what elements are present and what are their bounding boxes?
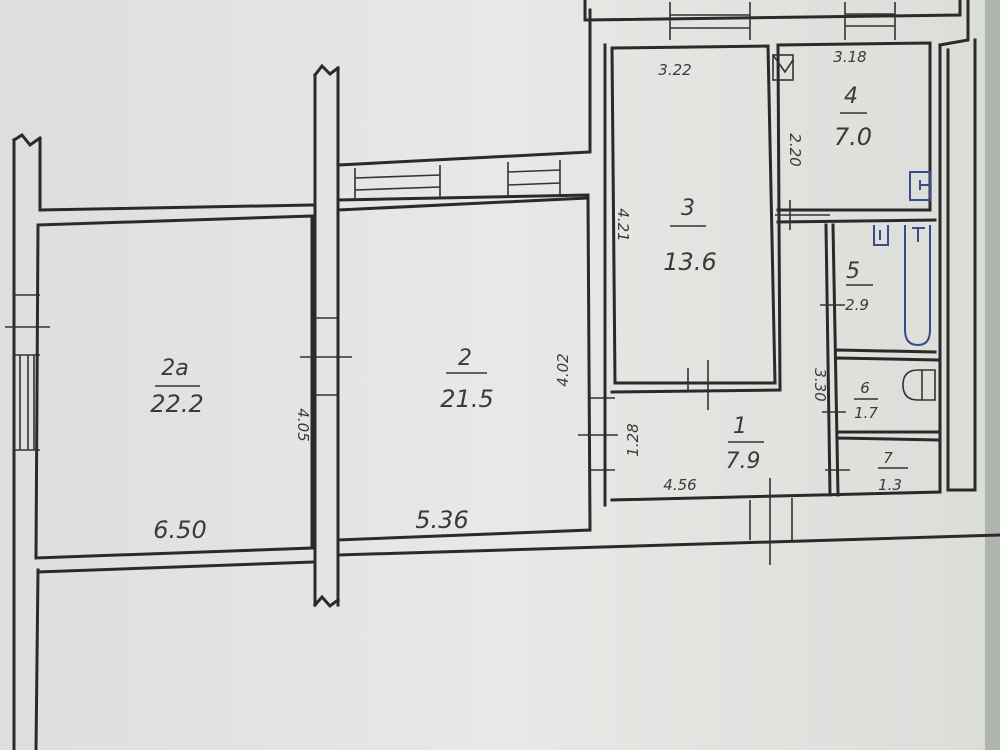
dim-room2-width: 5.36 <box>415 506 468 534</box>
bathtub-icon <box>904 225 931 347</box>
dim-corridor-length: 3.30 <box>811 368 829 401</box>
dim-room4-width: 3.18 <box>833 48 866 66</box>
svg-text:2.9: 2.9 <box>845 296 869 314</box>
table-edge <box>985 0 1000 750</box>
dim-room4-height: 2.20 <box>786 133 804 166</box>
dim-hall-width: 4.56 <box>663 476 696 494</box>
room-labels: 2a 22.2 2 21.5 3 13.6 4 7.0 5 2.9 6 1.7 <box>150 84 908 494</box>
svg-text:6: 6 <box>860 379 870 397</box>
svg-text:5: 5 <box>846 259 860 284</box>
sink-icon <box>909 171 931 201</box>
svg-text:13.6: 13.6 <box>663 248 716 276</box>
svg-text:2a: 2a <box>161 356 188 381</box>
dim-room2a-height: 4.05 <box>294 408 312 441</box>
svg-text:1: 1 <box>733 414 747 439</box>
room-2a-label: 2a 22.2 <box>150 356 203 418</box>
svg-text:2: 2 <box>458 346 472 371</box>
room-7-label: 7 1.3 <box>878 449 908 494</box>
room-3-label: 3 13.6 <box>663 196 716 276</box>
dimension-labels: 6.50 4.05 5.36 4.02 3.22 4.21 3.18 2.20 … <box>153 48 866 544</box>
bath-fixtures-icon <box>873 225 925 246</box>
room-6-label: 6 1.7 <box>854 379 878 422</box>
svg-text:7: 7 <box>883 449 893 467</box>
walls <box>5 0 1000 750</box>
dim-hall-height: 1.28 <box>624 423 642 456</box>
dim-room3-height: 4.21 <box>614 208 632 241</box>
room-4-label: 4 7.0 <box>834 84 872 151</box>
svg-text:21.5: 21.5 <box>440 385 493 413</box>
room-2-label: 2 21.5 <box>440 346 493 413</box>
svg-text:7.9: 7.9 <box>726 449 761 474</box>
dim-room2-height: 4.02 <box>554 353 572 386</box>
svg-text:7.0: 7.0 <box>834 123 872 151</box>
dim-room2a-width: 6.50 <box>153 516 206 544</box>
svg-text:3: 3 <box>681 196 695 221</box>
svg-text:1.7: 1.7 <box>854 404 878 422</box>
dim-room3-width: 3.22 <box>658 61 691 79</box>
svg-text:4: 4 <box>844 84 858 109</box>
stove-icon <box>772 54 794 81</box>
room-5-label: 5 2.9 <box>845 259 873 314</box>
room-1-label: 1 7.9 <box>726 414 764 474</box>
toilet-icon <box>902 369 936 401</box>
svg-text:22.2: 22.2 <box>150 390 203 418</box>
svg-text:1.3: 1.3 <box>878 476 902 494</box>
